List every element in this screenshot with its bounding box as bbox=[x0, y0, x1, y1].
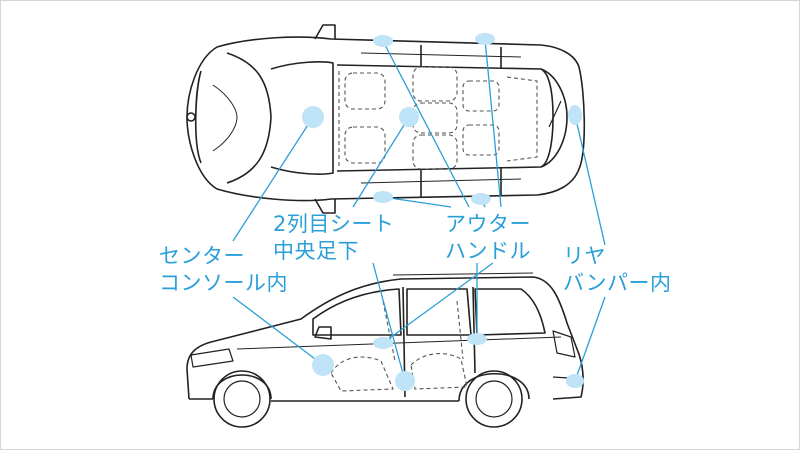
marker-handle-bottom-right bbox=[471, 193, 491, 205]
marker-center-console-side bbox=[312, 354, 334, 376]
label-center-console-line2: コンソール内 bbox=[159, 271, 288, 295]
marker-handle-side-rear bbox=[467, 333, 487, 345]
marker-center-console-top bbox=[302, 106, 324, 128]
label-rear-bumper: リヤ バンパー内 bbox=[563, 243, 672, 297]
label-outer-handle: アウター ハンドル bbox=[445, 211, 531, 265]
marker-rear-bumper-top bbox=[568, 105, 582, 125]
top-view-car bbox=[186, 24, 586, 214]
label-rear-bumper-line1: リヤ bbox=[563, 244, 606, 268]
marker-second-row-top bbox=[399, 107, 419, 127]
location-markers bbox=[302, 33, 584, 391]
marker-second-row-side bbox=[395, 371, 415, 391]
marker-handle-top-left bbox=[373, 35, 393, 47]
label-second-row-seat-line2: 中央足下 bbox=[273, 239, 359, 263]
top-view-interior bbox=[338, 66, 538, 170]
leader-lines bbox=[232, 38, 606, 382]
marker-handle-side-front bbox=[373, 337, 393, 349]
label-outer-handle-line1: アウター bbox=[445, 212, 531, 236]
label-outer-handle-line2: ハンドル bbox=[445, 239, 531, 263]
label-center-console-line1: センター bbox=[159, 244, 245, 268]
label-rear-bumper-line2: バンパー内 bbox=[563, 271, 672, 295]
marker-handle-bottom-left bbox=[373, 191, 393, 203]
marker-handle-top-right bbox=[475, 33, 495, 45]
side-view-interior bbox=[330, 300, 468, 392]
marker-rear-bumper-side bbox=[566, 374, 584, 388]
label-second-row-seat-line1: 2列目シート bbox=[273, 212, 395, 236]
label-center-console: センター コンソール内 bbox=[159, 243, 288, 297]
label-second-row-seat: 2列目シート 中央足下 bbox=[273, 211, 394, 265]
